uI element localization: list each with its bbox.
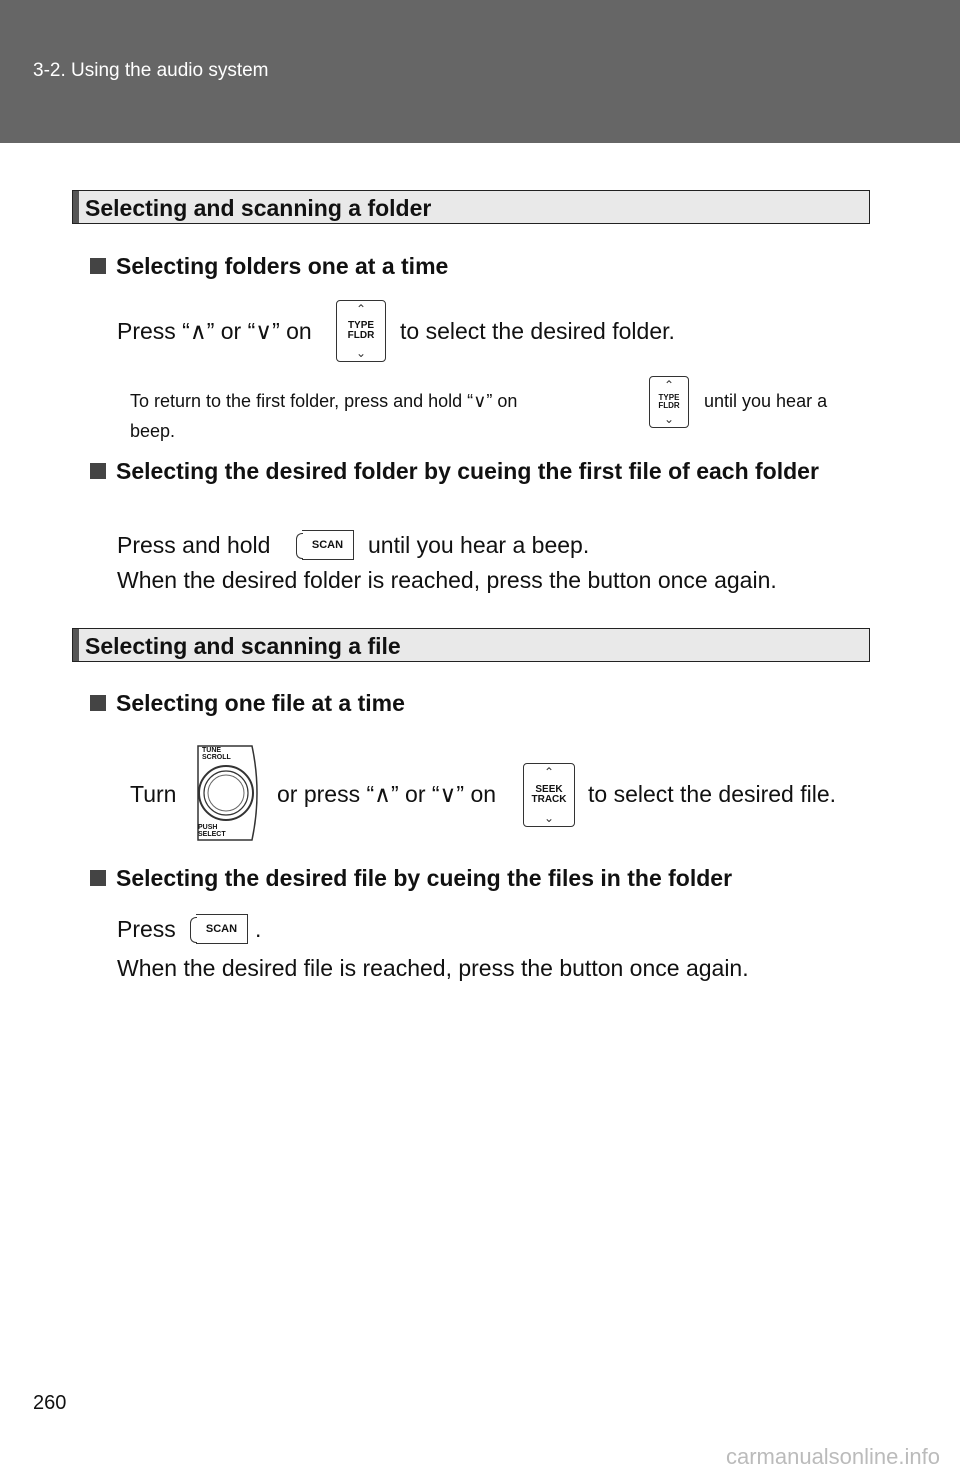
instruction-period: . [255,916,262,942]
breadcrumb: 3-2. Using the audio system [33,60,269,81]
scan-button-icon: SCAN [190,914,248,944]
square-bullet-icon [90,695,106,711]
instruction-turn: Turn [130,781,177,807]
note-beep: beep. [130,421,176,441]
instruction-press-folder-end: to select the desired folder. [400,318,675,344]
square-bullet-icon [90,258,106,274]
instruction-file-reached: When the desired file is reached, press … [117,955,749,981]
type-fldr-button-icon: ⌃ TYPE FLDR ⌄ [336,300,386,362]
chevron-up-icon: ⌃ [543,765,555,779]
instruction-press-hold: Press and hold [117,532,271,558]
scan-button-icon: SCAN [296,530,354,560]
section-heading-file: Selecting and scanning a file [72,628,870,662]
chevron-up-icon: ⌃ [355,302,367,316]
seek-track-button-icon: ⌃ SEEK TRACK ⌄ [523,763,575,827]
chevron-up-icon: ⌃ [663,378,675,392]
instruction-until-beep: until you hear a beep. [368,532,590,558]
watermark: carmanualsonline.info [725,1444,940,1469]
chevron-down-icon: ⌄ [543,811,555,825]
subheading-one-file-at-a-time: Selecting one file at a time [90,684,865,722]
instruction-press: Press [117,916,176,942]
type-fldr-button-small-icon: ⌃ TYPE FLDR ⌄ [649,376,689,428]
instruction-or-press: or press “∧” or “∨” on [277,781,497,807]
chevron-down-icon: ⌄ [355,346,367,360]
page-number: 260 [33,1392,67,1414]
instruction-select-file: to select the desired file. [588,781,837,807]
subheading-cueing-files: Selecting the desired file by cueing the… [90,859,865,897]
note-return-first-folder: To return to the first folder, press and… [130,391,518,411]
page-header: 3-2. Using the audio system [0,0,960,143]
chevron-down-icon: ⌄ [663,412,675,426]
subheading-folders-one-at-a-time: Selecting folders one at a time [90,247,865,285]
subheading-cueing-first-file: Selecting the desired folder by cueing t… [90,452,865,490]
square-bullet-icon [90,870,106,886]
section-heading-folder: Selecting and scanning a folder [72,190,870,224]
instruction-press-folder: Press “∧” or “∨” on [117,318,312,344]
section-title: Selecting and scanning a folder [85,195,432,221]
section-title: Selecting and scanning a file [85,633,401,659]
note-until-hear: until you hear a [704,391,828,411]
instruction-folder-reached: When the desired folder is reached, pres… [117,567,777,593]
square-bullet-icon [90,463,106,479]
tune-scroll-knob-icon: TUNE SCROLL PUSH SELECT [196,744,262,842]
